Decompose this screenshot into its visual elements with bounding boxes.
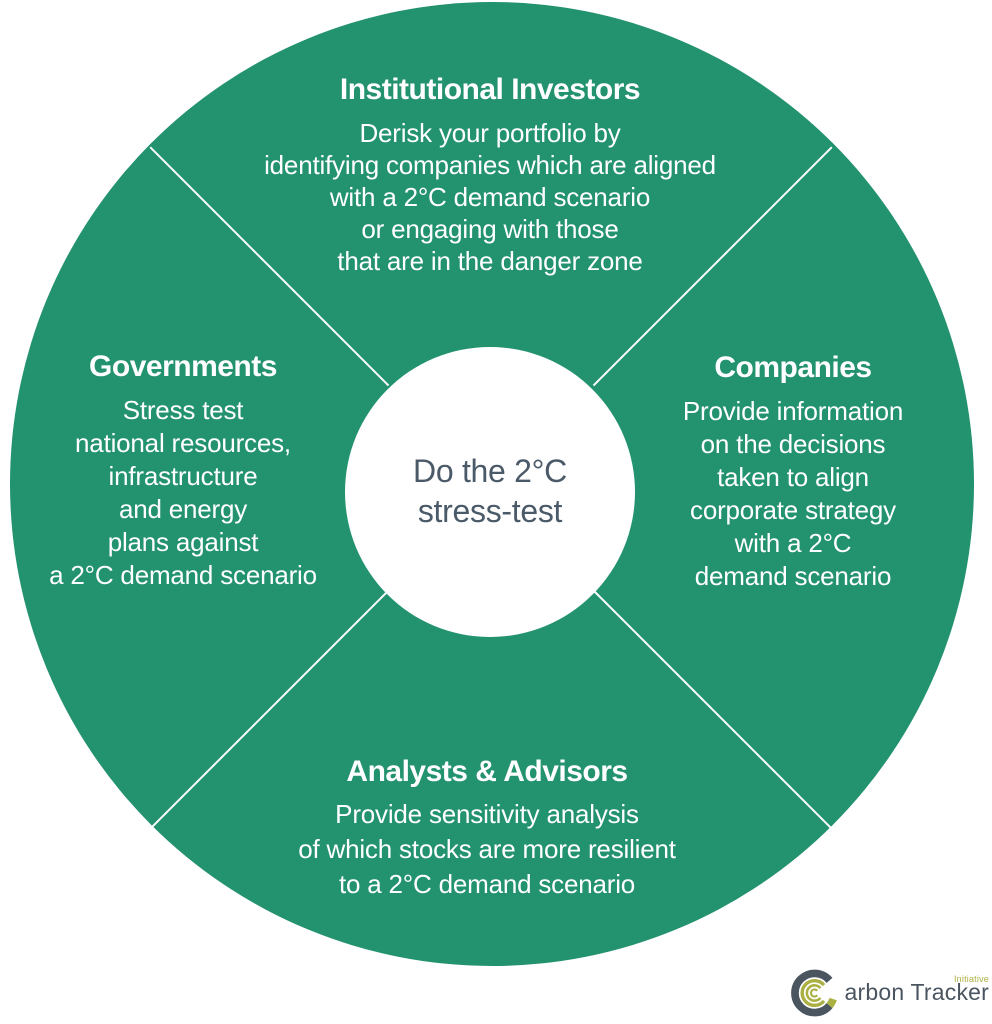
center-circle bbox=[345, 347, 635, 637]
quadrant-title: Institutional Investors bbox=[339, 73, 641, 106]
divider-line-top-left bbox=[149, 146, 390, 387]
carbon-tracker-logo: arbon Tracker Initiative bbox=[789, 961, 989, 1024]
divider-line-top-right bbox=[592, 146, 833, 387]
divider-line-bottom-right bbox=[592, 589, 833, 830]
quadrant-title: Companies bbox=[714, 351, 872, 384]
carbon-tracker-c-icon bbox=[791, 969, 837, 1016]
quadrant-companies: Companies Provide information on the dec… bbox=[613, 350, 973, 593]
divider-line-bottom-left bbox=[149, 589, 390, 830]
logo-wordmark: arbon Tracker bbox=[844, 979, 989, 1005]
quadrant-title: Analysts & Advisors bbox=[346, 755, 628, 788]
quadrant-body: Provide sensitivity analysis of which st… bbox=[298, 799, 676, 899]
quadrant-analysts-advisors: Analysts & Advisors Provide sensitivity … bbox=[207, 754, 767, 902]
quadrant-institutional-investors: Institutional Investors Derisk your port… bbox=[190, 72, 790, 277]
quadrant-title: Governments bbox=[89, 350, 277, 383]
quadrant-body: Provide information on the decisions tak… bbox=[682, 396, 904, 591]
quadrant-governments: Governments Stress test national resourc… bbox=[3, 349, 363, 592]
quadrant-body: Derisk your portfolio by identifying com… bbox=[264, 118, 716, 276]
logo-initiative-label: Initiative bbox=[953, 974, 989, 984]
center-call-to-action: Do the 2°C stress-test bbox=[413, 453, 567, 529]
quadrant-body: Stress test national resources, infrastr… bbox=[49, 395, 317, 590]
